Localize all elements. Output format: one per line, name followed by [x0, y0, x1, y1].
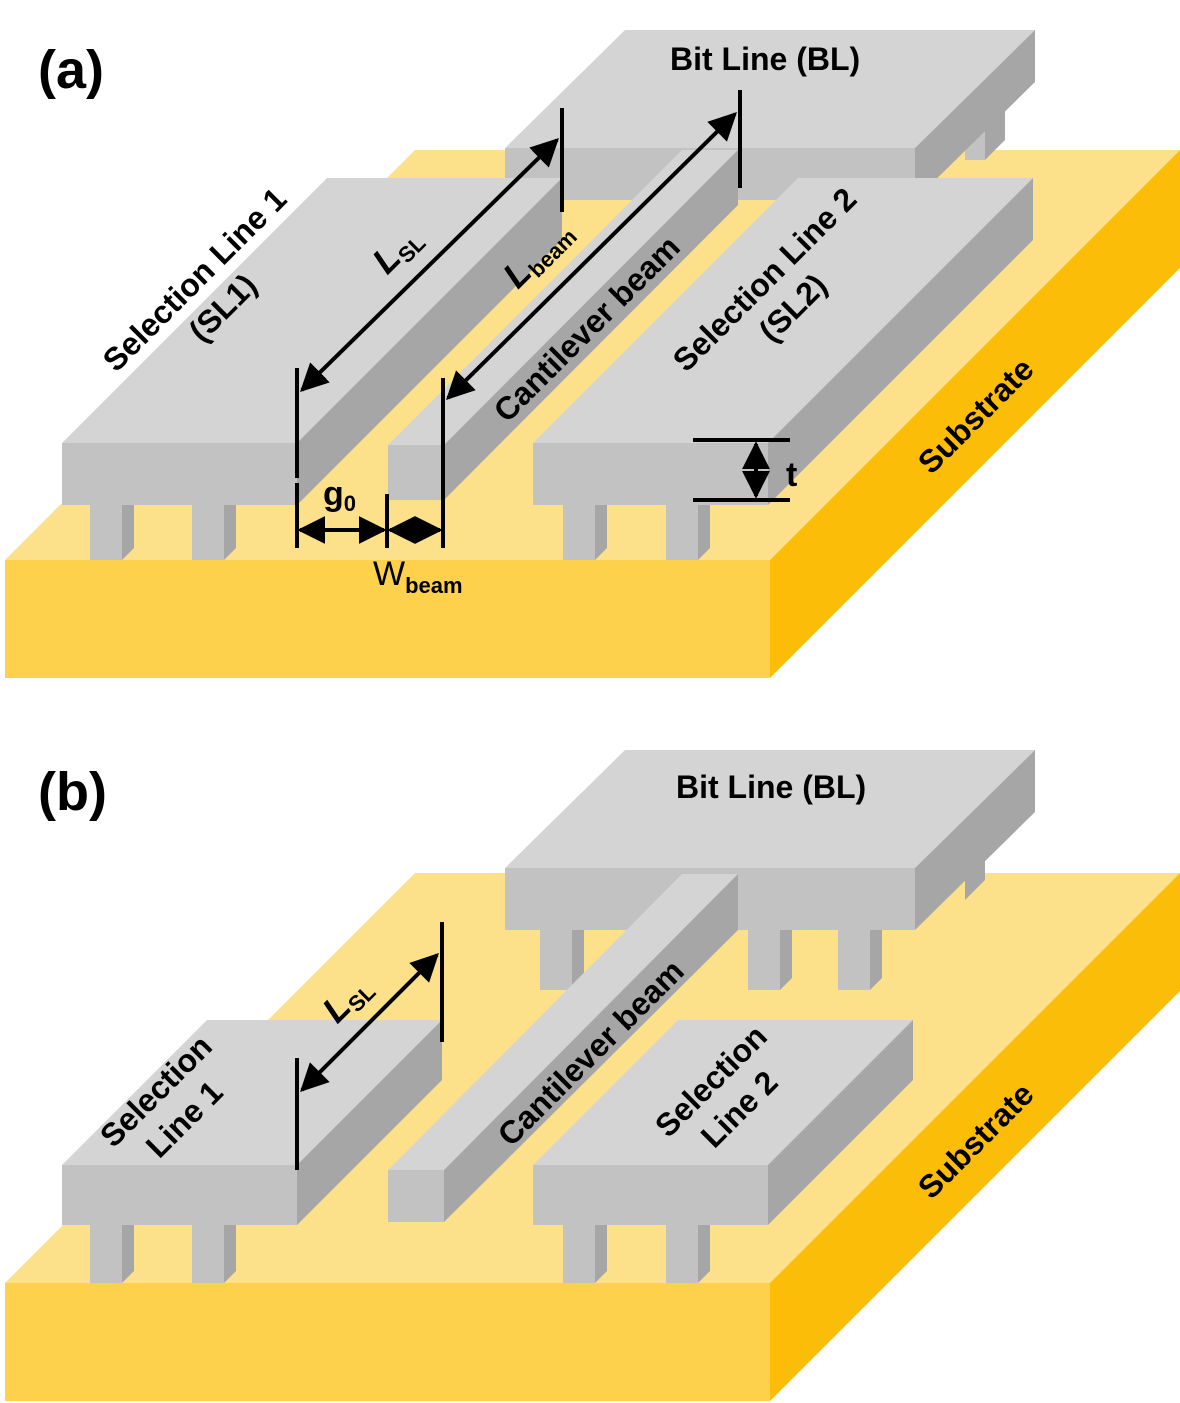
- bit-line-label-b: Bit Line (BL): [676, 769, 866, 805]
- bit-line-b: [505, 750, 1035, 990]
- bit-line-label-a: Bit Line (BL): [670, 41, 860, 77]
- panel-b-label: (b): [38, 762, 107, 822]
- dimension-lines-b: [295, 922, 444, 1170]
- panel-a-label: (a): [38, 40, 104, 100]
- g0-label: g: [323, 475, 344, 513]
- l-sl-arrow-b: [300, 953, 439, 1092]
- g0-sub: 0: [344, 491, 356, 516]
- svg-text:g0: g0: [323, 475, 356, 516]
- w-beam-label: W: [373, 555, 405, 593]
- w-beam-sub: beam: [405, 573, 462, 598]
- svg-text:Wbeam: Wbeam: [373, 555, 463, 598]
- l-beam-arrow-a: [446, 112, 737, 400]
- panel-a: (a) Bit Line (BL) Selection Line 1 (SL1)…: [5, 30, 1180, 678]
- dimension-lines-a: [295, 90, 790, 548]
- panel-b: (b) Bit Line (BL) Selection Line 1 Canti…: [5, 750, 1180, 1401]
- selection-line-2-b: [533, 1020, 913, 1283]
- cantilever-beam-b: [388, 874, 738, 1222]
- t-label: t: [786, 456, 797, 494]
